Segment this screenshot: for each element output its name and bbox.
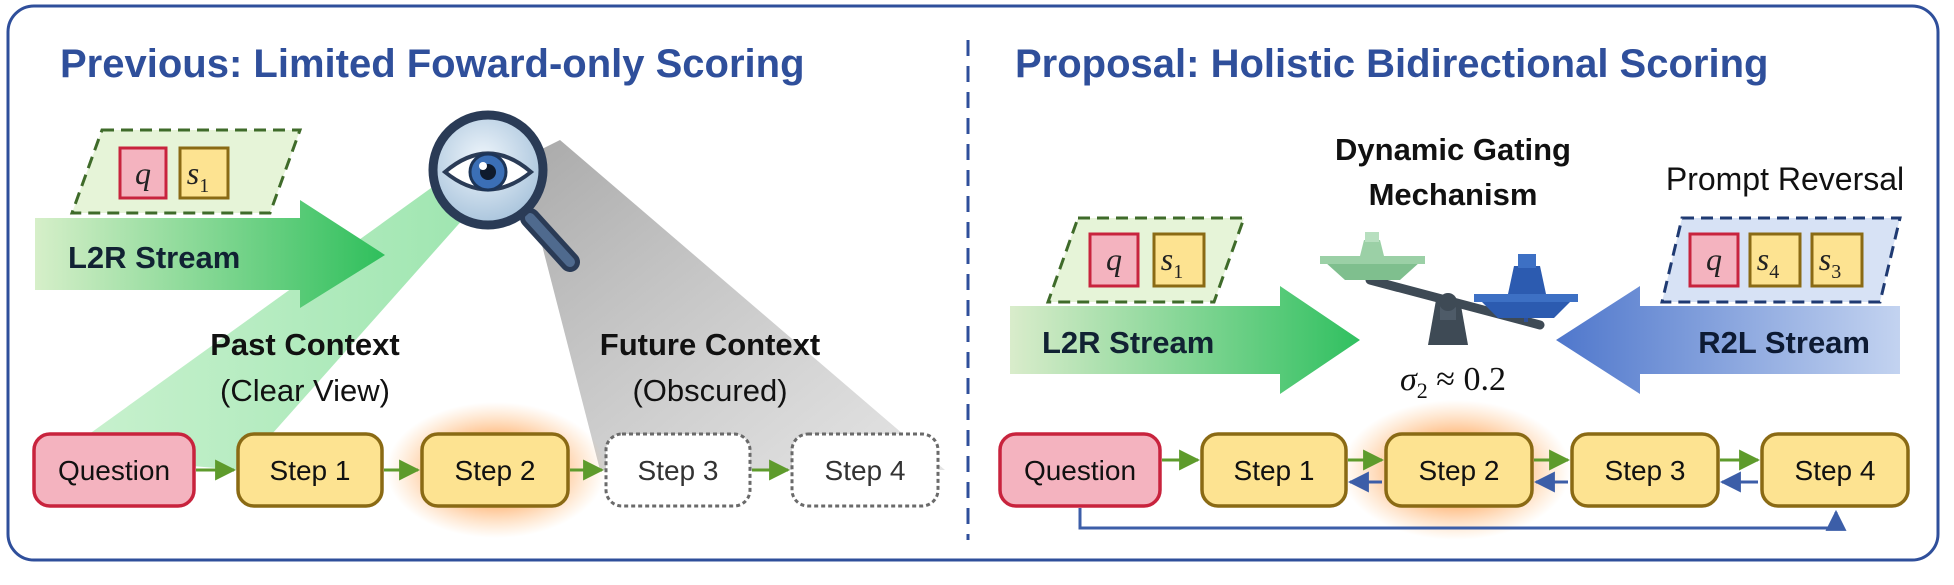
left-node-step2 [420,432,570,508]
right-l2r-stream-arrow [1010,286,1360,394]
right-r2l-token-s3 [1810,232,1864,288]
balance-scale-icon [1320,232,1578,345]
right-node-step4 [1760,432,1910,508]
left-node-question-label: Question [58,455,170,486]
prompt-token-s1-label: s1 [187,155,209,197]
past-context-subtitle: (Clear View) [220,373,390,408]
right-node-step4-label: Step 4 [1795,455,1876,486]
right-node-step1-label: Step 1 [1234,455,1315,486]
left-l2r-stream-arrow [35,200,385,308]
gating-label-line1: Dynamic Gating [1335,132,1571,167]
left-node-step3 [604,432,752,508]
right-l2r-token-s1 [1152,232,1206,288]
right-node-step3 [1570,432,1720,508]
right-node-step2-label: Step 2 [1419,455,1500,486]
right-l2r-token-q-label: q [1106,241,1122,277]
left-node-question [32,432,196,508]
left-l2r-stream-label: L2R Stream [68,240,240,275]
right-l2r-stream-label: L2R Stream [1042,325,1214,360]
right-edge-question-step4-loop [1078,508,1847,531]
past-context-cone [60,160,505,470]
gating-label-line2: Mechanism [1369,177,1538,212]
prompt-token-q-label: q [135,155,151,191]
left-node-step2-label: Step 2 [455,455,536,486]
right-r2l-token-s3-label: s3 [1819,241,1841,283]
right-r2l-stream-label: R2L Stream [1698,325,1870,360]
future-context-cone [520,140,945,470]
right-r2l-token-s4 [1748,232,1802,288]
future-context-subtitle: (Obscured) [632,373,787,408]
prompt-token-s1 [178,146,230,200]
left-panel: Previous: Limited Foward-only Scoring q … [32,42,945,538]
sigma-annotation: σ2 ≈ 0.2 [1400,361,1506,403]
right-panel-title: Proposal: Holistic Bidirectional Scoring [1015,42,1768,86]
right-node-question [998,432,1162,508]
future-context-title: Future Context [600,327,820,362]
prompt-reversal-label: Prompt Reversal [1666,161,1904,197]
left-node-step3-label: Step 3 [638,455,719,486]
prompt-token-q [118,146,168,200]
past-context-title: Past Context [210,327,399,362]
left-node-step1-label: Step 1 [270,455,351,486]
right-r2l-token-s4-label: s4 [1757,241,1779,283]
right-l2r-token-s1-label: s1 [1161,241,1183,283]
right-l2r-token-q [1088,232,1140,288]
right-node-step1 [1200,432,1348,508]
right-l2r-prompt-box [1045,216,1247,304]
right-panel: Proposal: Holistic Bidirectional Scoring… [998,42,1910,540]
right-r2l-token-q [1688,232,1740,288]
right-r2l-stream-arrow [1556,286,1900,394]
left-node-step1 [236,432,384,508]
left-panel-title: Previous: Limited Foward-only Scoring [60,42,805,86]
right-r2l-token-q-label: q [1706,241,1722,277]
left-node-step4-label: Step 4 [825,455,906,486]
right-node-question-label: Question [1024,455,1136,486]
left-node-step4 [790,432,940,508]
magnifying-glass-eye-icon [428,110,580,272]
right-node-step3-label: Step 3 [1605,455,1686,486]
right-node-step2 [1384,432,1534,508]
